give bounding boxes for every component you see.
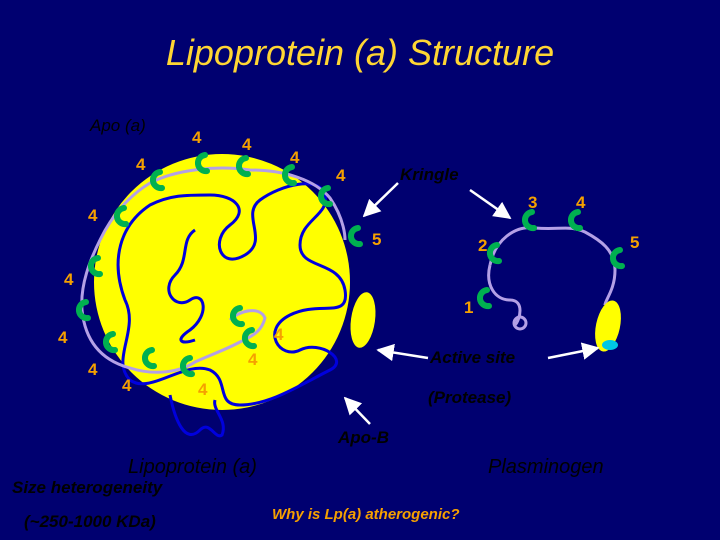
- page-title: Lipoprotein (a) Structure: [165, 32, 555, 73]
- protease-active-tip: [602, 340, 618, 350]
- kringle-shape: [194, 152, 210, 175]
- kringle-shape: [609, 247, 625, 270]
- kringle-arrow-left: [362, 182, 399, 218]
- kringle-shape: [141, 347, 157, 370]
- apo-b-strand-outer: [168, 394, 225, 438]
- kringle-shape: [179, 355, 195, 378]
- kringle-shape: [486, 242, 502, 265]
- kringle-shape: [521, 209, 537, 232]
- kringle-number: 4: [198, 380, 208, 399]
- plasminogen-kringle-number: 3: [528, 193, 538, 212]
- kringle-number: 4: [274, 325, 284, 344]
- kringle-number: 4: [336, 166, 346, 185]
- lipoprotein-a-caption: Lipoprotein (a): [128, 456, 257, 478]
- active-site-arrow-right: [547, 342, 600, 360]
- plasminogen-kringles: [476, 209, 625, 310]
- apo-b-label: Apo-B: [338, 428, 389, 447]
- kringle-number: 4: [58, 328, 68, 347]
- kringle-number: 4: [248, 350, 258, 369]
- kringle-shape: [113, 205, 129, 228]
- kringle-shape: [476, 287, 492, 310]
- kringle-label: Kringle: [400, 165, 459, 184]
- kringle-number: 5: [372, 230, 382, 249]
- kringle-shape: [229, 305, 245, 328]
- kringle-number: 4: [290, 148, 300, 167]
- kringle-shape: [241, 327, 257, 350]
- protease-label: (Protease): [428, 388, 512, 407]
- apo-b-arrow: [343, 396, 371, 425]
- plasminogen-chain-lower: [487, 264, 522, 327]
- kringle-number: 4: [242, 135, 252, 154]
- plasminogen-caption: Plasminogen: [488, 456, 604, 478]
- kringle-number: 4: [88, 360, 98, 379]
- kringle-shape: [149, 169, 165, 192]
- kringle-shape: [102, 331, 118, 354]
- kringle-shape: [347, 225, 363, 248]
- kringle-number: 4: [88, 206, 98, 225]
- apo-a-protease: [350, 292, 376, 348]
- plasminogen-kringle-number: 4: [576, 193, 586, 212]
- kringle-shape: [235, 155, 251, 178]
- plasminogen-kringle-number: 1: [464, 298, 474, 317]
- kringle-shape: [281, 164, 297, 187]
- active-site-label: Active site: [430, 348, 516, 367]
- kringle-number: 4: [136, 155, 146, 174]
- size-heterogeneity-label: Size heterogeneity: [12, 478, 163, 497]
- kringle-number: 4: [192, 128, 202, 147]
- plasminogen-kringle-number: 5: [630, 233, 640, 252]
- atherogenic-question: Why is Lp(a) atherogenic?: [272, 506, 460, 523]
- kringle-shape: [317, 185, 333, 208]
- apo-b-strand: [116, 182, 348, 407]
- plasminogen-chain: [488, 226, 617, 306]
- lipoprotein-particle: [94, 154, 350, 410]
- kringle-number: 4: [64, 270, 74, 289]
- kringle-number: 4: [122, 376, 132, 395]
- plasminogen-chain-end: [512, 315, 528, 331]
- plasminogen-kringle-number: 2: [478, 236, 488, 255]
- apo-a-kringles: [75, 152, 363, 378]
- active-site-arrow-left: [376, 343, 429, 362]
- kringle-shape: [75, 299, 91, 322]
- kringle-shape: [87, 255, 103, 278]
- plasminogen-protease: [595, 300, 621, 352]
- size-range-label: (~250-1000 KDa): [24, 512, 156, 531]
- apo-a-label: Apo (a): [90, 116, 146, 135]
- kringle-arrow-right: [469, 188, 512, 220]
- kringle-shape: [567, 209, 583, 232]
